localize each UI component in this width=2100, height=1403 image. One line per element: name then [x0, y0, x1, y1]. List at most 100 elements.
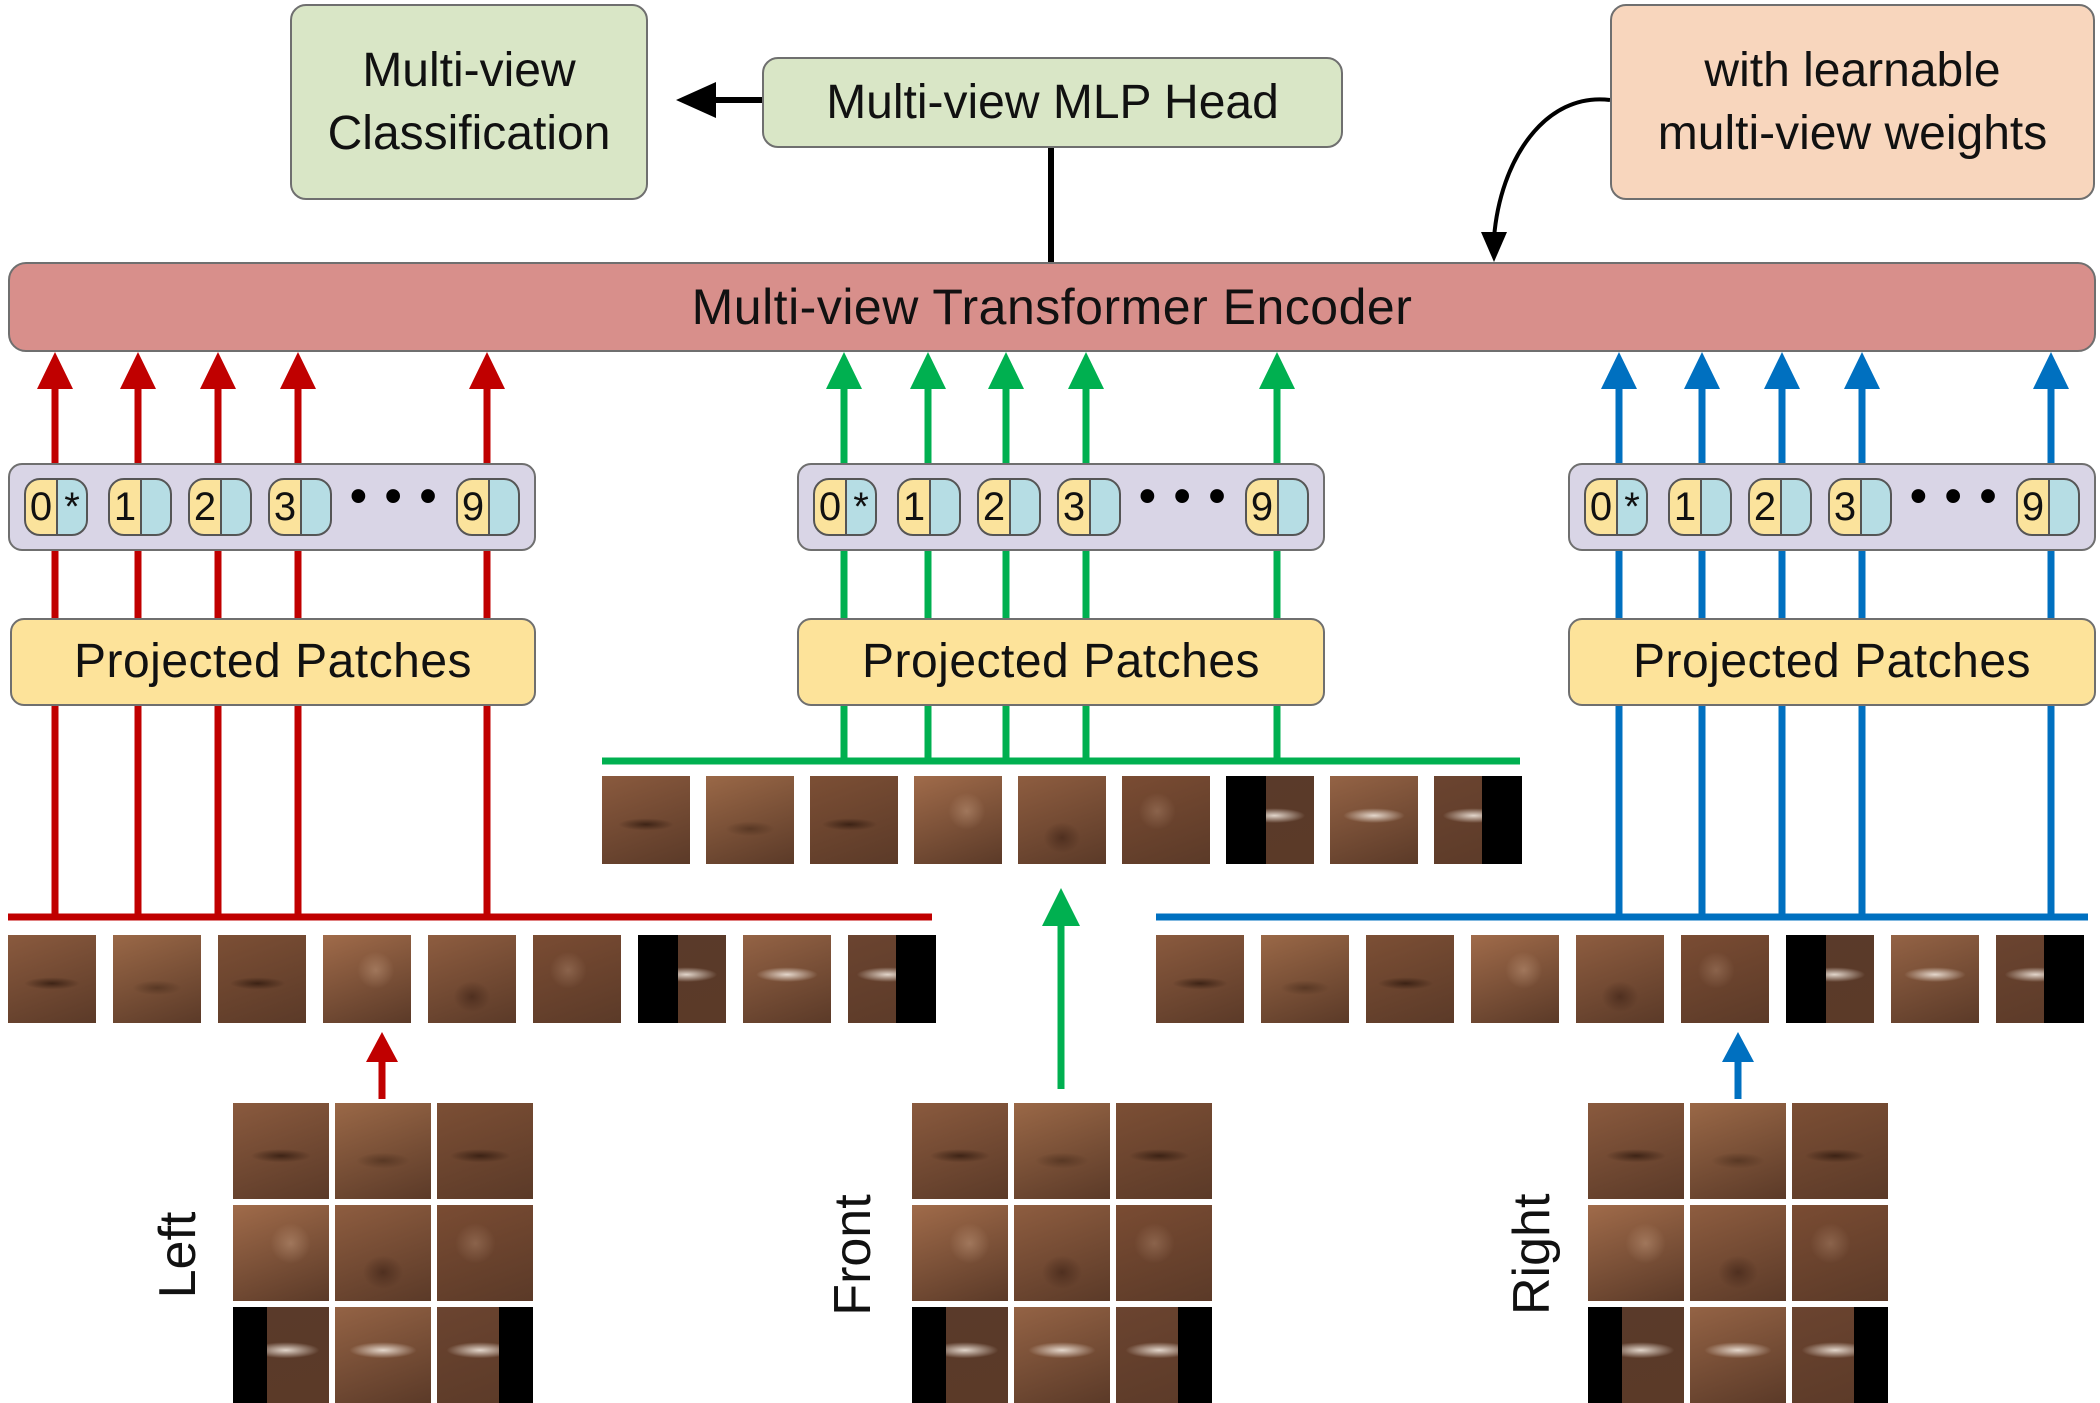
right-token-3-embed — [1860, 478, 1892, 536]
background-corner — [1854, 1307, 1888, 1403]
front-patch-4 — [914, 776, 1002, 864]
right-patch-6 — [1681, 935, 1769, 1023]
front-face-cell-2 — [1014, 1103, 1110, 1199]
background-corner — [912, 1307, 946, 1403]
left-face-cell-5 — [335, 1205, 431, 1301]
left-token-1: 1 — [108, 478, 142, 536]
encoder-label: Multi-view Transformer Encoder — [691, 279, 1413, 335]
left-patch-7 — [638, 935, 726, 1023]
front-face-cell-3 — [1116, 1103, 1212, 1199]
left-projected-patches: Projected Patches — [10, 618, 536, 706]
front-patch-6 — [1122, 776, 1210, 864]
right-token-9-embed — [2048, 478, 2080, 536]
right-patch-7 — [1786, 935, 1874, 1023]
background-corner — [499, 1307, 533, 1403]
front-projected-label: Projected Patches — [861, 635, 1261, 689]
front-patch-3 — [810, 776, 898, 864]
left-patch-9 — [848, 935, 936, 1023]
left-patch-6 — [533, 935, 621, 1023]
left-projected-label: Projected Patches — [73, 635, 473, 689]
right-token-2: 2 — [1748, 478, 1782, 536]
left-patch-2 — [113, 935, 201, 1023]
front-patch-2 — [706, 776, 794, 864]
left-patch-8 — [743, 935, 831, 1023]
left-token-9-embed — [488, 478, 520, 536]
right-token-9: 9 — [2016, 478, 2050, 536]
right-face-cell-5 — [1690, 1205, 1786, 1301]
background-corner — [1786, 935, 1826, 1023]
right-face-cell-8 — [1690, 1307, 1786, 1403]
weights-curved-arrow — [1481, 97, 1611, 262]
front-face-cell-1 — [912, 1103, 1008, 1199]
right-projected-label: Projected Patches — [1632, 635, 2032, 689]
background-corner — [2044, 935, 2084, 1023]
left-token-9: 9 — [456, 478, 490, 536]
right-projected-patches: Projected Patches — [1568, 618, 2096, 706]
right-face-cell-1 — [1588, 1103, 1684, 1199]
left-view-label: Left — [149, 1211, 207, 1299]
front-token-9: 9 — [1245, 478, 1279, 536]
right-patch-2 — [1261, 935, 1349, 1023]
front-token-1: 1 — [897, 478, 931, 536]
front-face-cell-5 — [1014, 1205, 1110, 1301]
front-patch-5 — [1018, 776, 1106, 864]
front-token-1-embed — [929, 478, 961, 536]
right-token-3: 3 — [1828, 478, 1862, 536]
right-patch-4 — [1471, 935, 1559, 1023]
left-face-cell-6 — [437, 1205, 533, 1301]
left-face-cell-8 — [335, 1307, 431, 1403]
background-corner — [1226, 776, 1266, 864]
front-token-3: 3 — [1057, 478, 1091, 536]
front-class-token: * — [845, 478, 877, 536]
left-face-cell-2 — [335, 1103, 431, 1199]
left-face-cell-4 — [233, 1205, 329, 1301]
mlp-head-label: Multi-view MLP Head — [826, 75, 1279, 129]
left-token-strip: 0 * 1 2 3 ••• 9 — [8, 463, 536, 551]
left-face-cell-9 — [437, 1307, 533, 1403]
weights-note-line-1: with learnable — [1704, 43, 2001, 97]
left-token-0: 0 — [24, 478, 58, 536]
learnable-weights-note: with learnable multi-view weights — [1610, 4, 2095, 200]
left-face-cell-7 — [233, 1307, 329, 1403]
classification-line-1: Multi-view — [362, 43, 576, 97]
left-face-cell-3 — [437, 1103, 533, 1199]
right-patch-8 — [1891, 935, 1979, 1023]
right-face-grid-image — [1588, 1103, 1888, 1403]
front-face-cell-7 — [912, 1307, 1008, 1403]
weights-note-line-2: multi-view weights — [1657, 107, 2048, 160]
front-token-strip: 0 * 1 2 3 ••• 9 — [797, 463, 1325, 551]
front-token-3-embed — [1089, 478, 1121, 536]
left-patch-1 — [8, 935, 96, 1023]
background-corner — [1588, 1307, 1622, 1403]
left-face-grid-image — [233, 1103, 533, 1403]
right-face-cell-7 — [1588, 1307, 1684, 1403]
front-ellipsis: ••• — [1139, 470, 1244, 523]
left-token-3-embed — [300, 478, 332, 536]
right-token-0: 0 — [1584, 478, 1618, 536]
front-patch-7 — [1226, 776, 1314, 864]
front-face-grid-image — [912, 1103, 1212, 1403]
front-token-2-embed — [1009, 478, 1041, 536]
right-face-cell-2 — [1690, 1103, 1786, 1199]
front-face-cell-4 — [912, 1205, 1008, 1301]
left-token-2-embed — [220, 478, 252, 536]
front-face-cell-9 — [1116, 1307, 1212, 1403]
background-corner — [1482, 776, 1522, 864]
right-patch-5 — [1576, 935, 1664, 1023]
background-corner — [896, 935, 936, 1023]
left-token-1-embed — [140, 478, 172, 536]
front-token-2: 2 — [977, 478, 1011, 536]
right-patch-9 — [1996, 935, 2084, 1023]
front-patch-1 — [602, 776, 690, 864]
left-class-token: * — [56, 478, 88, 536]
front-view-label: Front — [824, 1194, 882, 1316]
right-token-1: 1 — [1668, 478, 1702, 536]
right-token-2-embed — [1780, 478, 1812, 536]
right-face-cell-3 — [1792, 1103, 1888, 1199]
right-token-strip: 0 * 1 2 3 ••• 9 — [1568, 463, 2096, 551]
right-face-cell-9 — [1792, 1307, 1888, 1403]
left-ellipsis: ••• — [350, 470, 455, 523]
right-patch-3 — [1366, 935, 1454, 1023]
mlp-head-box: Multi-view MLP Head — [762, 57, 1343, 148]
